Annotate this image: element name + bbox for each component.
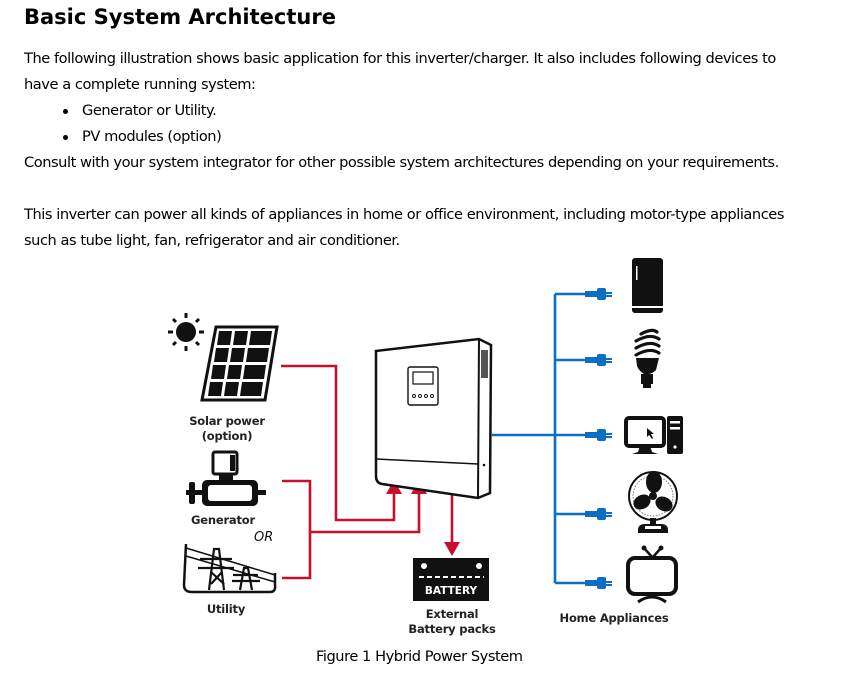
or-label: OR (254, 530, 274, 545)
utility-tower-icon (182, 543, 277, 594)
consult-paragraph: Consult with your system integrator for … (24, 154, 779, 171)
intro-line-1: The following illustration shows basic a… (24, 50, 776, 67)
refrigerator-icon (632, 258, 663, 313)
list-item-text: PV modules (option) (82, 128, 222, 145)
plug-icon (585, 577, 612, 589)
solar-line (281, 364, 396, 522)
output-wiring (491, 292, 590, 585)
plugs (585, 288, 612, 589)
appliances-paragraph: This inverter can power all kinds of app… (24, 202, 784, 254)
plug-icon (585, 354, 612, 366)
inverter-icon (374, 337, 493, 500)
utility-line (282, 532, 312, 580)
battery-label-line-2: Battery packs (408, 622, 496, 636)
generator-label: Generator (191, 513, 255, 527)
battery-label: External Battery packs (400, 607, 504, 637)
plug-icon (585, 288, 612, 300)
solar-panel-icon (200, 325, 279, 402)
tv-icon (626, 545, 678, 604)
battery-text: BATTERY (425, 585, 478, 597)
solar-label: Solar power (option) (186, 414, 268, 444)
bullet-icon (63, 109, 68, 114)
light-bulb-icon (634, 328, 661, 388)
figure-caption: Figure 1 Hybrid Power System (316, 648, 523, 665)
fan-icon (628, 471, 678, 533)
list-item-text: Generator or Utility. (82, 102, 217, 119)
sun-icon (168, 313, 204, 351)
solar-label-line-2: (option) (201, 429, 253, 443)
appliances-line-1: This inverter can power all kinds of app… (24, 206, 784, 223)
battery-label-line-1: External (425, 607, 479, 621)
battery-icon: BATTERY (413, 558, 489, 601)
appliances-line-2: such as tube light, fan, refrigerator an… (24, 232, 400, 249)
computer-icon (624, 416, 683, 454)
list-item: PV modules (option) (60, 124, 222, 150)
arrow-down-icon (444, 542, 460, 556)
device-list: Generator or Utility. PV modules (option… (60, 98, 222, 150)
generator-icon (186, 450, 266, 506)
home-appliances-label: Home Appliances (559, 611, 669, 625)
list-item: Generator or Utility. (60, 98, 221, 124)
bullet-icon (63, 135, 68, 140)
solar-label-line-1: Solar power (189, 414, 265, 428)
intro-paragraph: The following illustration shows basic a… (24, 46, 776, 98)
plug-icon (585, 429, 612, 441)
utility-label: Utility (206, 602, 246, 616)
intro-line-2: have a complete running system: (24, 76, 256, 93)
page-heading: Basic System Architecture (24, 5, 336, 29)
plug-icon (585, 508, 612, 520)
